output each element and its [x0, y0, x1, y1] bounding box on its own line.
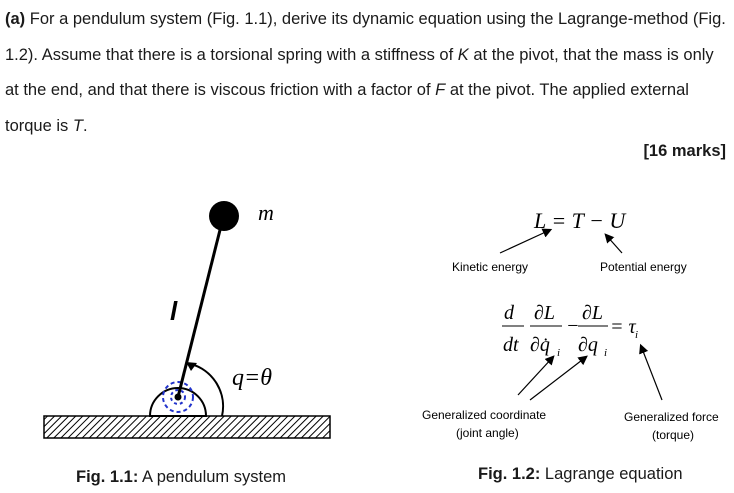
- eq-sub-i-2: i: [604, 347, 607, 359]
- fig1-caption-label: Fig. 1.1:: [76, 468, 139, 486]
- torque-symbol: T: [72, 116, 83, 135]
- part-label: (a): [5, 10, 26, 28]
- gen-force-label-2: (torque): [652, 428, 694, 442]
- question-text-part-2: at the pivot, that the mass is only at t…: [5, 45, 714, 100]
- length-label: l: [170, 296, 178, 326]
- gen-coord-label-2: (joint angle): [456, 426, 519, 440]
- pendulum-figure: m l q=θ: [43, 200, 331, 439]
- lagrange-figure: L = T − U Kinetic energy Potential energ…: [422, 208, 719, 442]
- eq-sub-i-1: i: [557, 347, 560, 359]
- stiffness-symbol: K: [457, 45, 469, 64]
- fig1-caption: Fig. 1.1: A pendulum system: [76, 468, 286, 487]
- angle-arc: [190, 363, 225, 417]
- fig2-caption-text: Lagrange equation: [540, 465, 683, 483]
- potential-energy-label: Potential energy: [600, 260, 687, 274]
- coord-arrow-1: [517, 355, 555, 396]
- eq-sub-i-3: i: [635, 329, 638, 341]
- question-text-part-4: .: [82, 116, 88, 135]
- question-text-part-3: at the pivot. The applied external torqu…: [5, 81, 689, 135]
- eq-dl-2: ∂L: [582, 302, 603, 324]
- friction-symbol: F: [435, 81, 446, 99]
- eq-tau: = τ: [610, 316, 636, 338]
- eq-dt: dt: [503, 334, 519, 356]
- eq-minus: −: [566, 315, 580, 337]
- fig2-caption: Fig. 1.2: Lagrange equation: [478, 465, 683, 484]
- fig1-caption-text: A pendulum system: [138, 468, 287, 486]
- force-arrow: [639, 343, 663, 401]
- question-text: (a) For a pendulum system (Fig. 1.1), de…: [5, 2, 729, 144]
- lagrangian-equation: L = T − U: [533, 208, 627, 233]
- eq-d: d: [504, 302, 515, 324]
- eq-dl-1: ∂L: [534, 302, 555, 324]
- mass-label: m: [258, 200, 274, 225]
- pendulum-rod: [176, 221, 224, 398]
- gen-force-label-1: Generalized force: [624, 410, 719, 424]
- pendulum-mass: [209, 201, 239, 231]
- ground-hatch: [43, 415, 331, 439]
- torsional-spring: [162, 381, 194, 413]
- angle-arrowhead: [186, 362, 197, 371]
- fig2-caption-label: Fig. 1.2:: [478, 465, 541, 483]
- kinetic-arrow: [499, 228, 553, 254]
- pivot-point: [174, 393, 182, 401]
- question-text-part-1: For a pendulum system (Fig. 1.1), derive…: [5, 10, 726, 64]
- angle-label: q=θ: [232, 365, 272, 391]
- gen-coord-label-1: Generalized coordinate: [422, 408, 546, 422]
- coord-arrow-2: [529, 355, 588, 401]
- marks-label: [16 marks]: [643, 142, 726, 160]
- kinetic-energy-label: Kinetic energy: [452, 260, 528, 274]
- eq-dq: ∂q: [578, 334, 598, 356]
- torsional-spring-inner: [170, 389, 186, 405]
- eq-dqdot: ∂q̇: [530, 334, 550, 356]
- potential-arrow: [604, 233, 623, 254]
